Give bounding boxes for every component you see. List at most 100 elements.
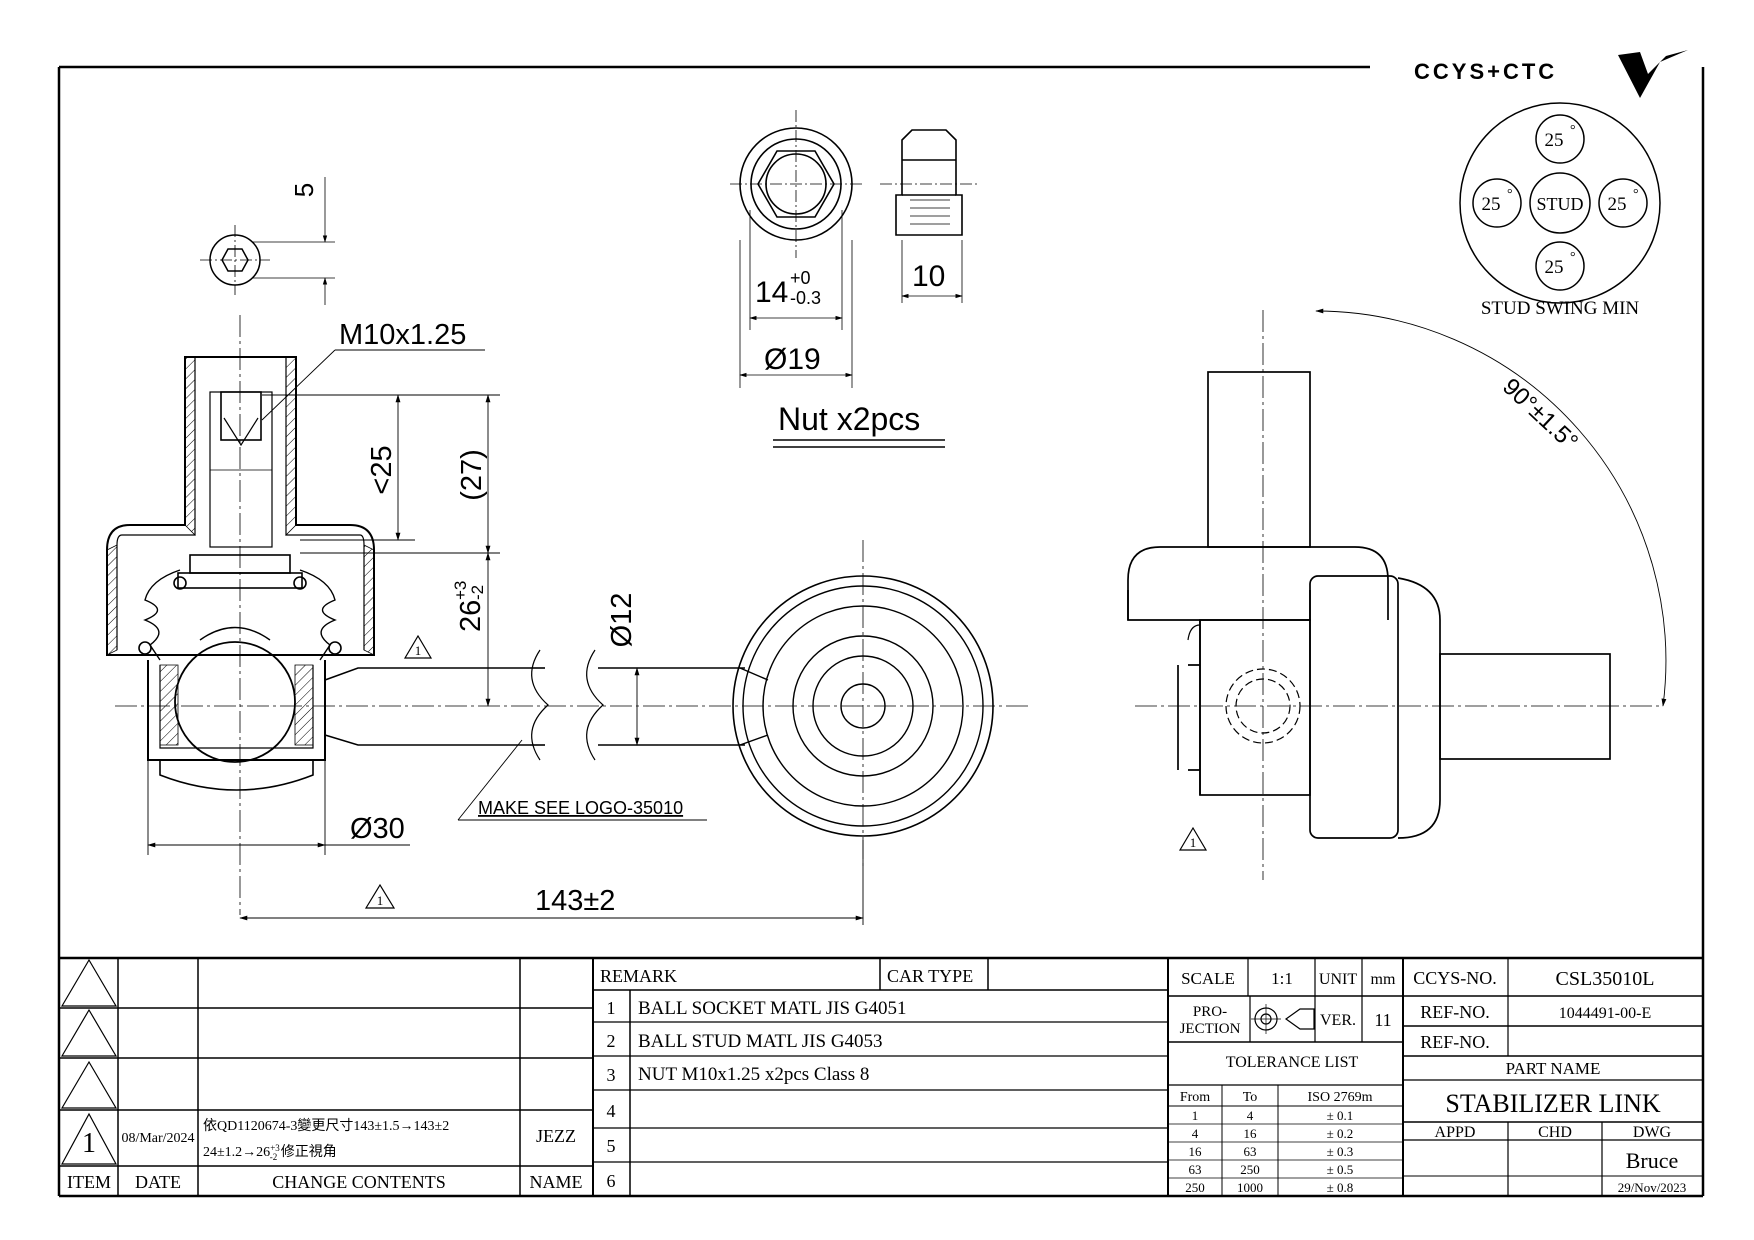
remark-no-1: 1 <box>607 998 616 1018</box>
rev-header-item: ITEM <box>67 1172 111 1192</box>
tol-header-to: To <box>1243 1090 1258 1105</box>
dim-socket-dia: Ø30 <box>350 813 405 845</box>
dim-nut-across-base: 14 <box>755 276 788 309</box>
stud-swing-diagram <box>1459 102 1661 304</box>
hex-socket-view <box>200 177 335 305</box>
swing-degree-left: ° <box>1507 187 1513 202</box>
swing-value-top: 25 <box>1545 130 1564 151</box>
rev-header-name: NAME <box>530 1172 583 1192</box>
dim-swing-angle: 90°±1.5° <box>1497 373 1583 456</box>
front-dimensions <box>147 349 864 925</box>
dim-thread: M10x1.25 <box>339 319 466 351</box>
dim-ball-height-lower: -2 <box>468 585 487 600</box>
scale-value: 1:1 <box>1271 969 1293 988</box>
dwg-date: 29/Nov/2023 <box>1618 1180 1687 1195</box>
remark-text-1: BALL SOCKET MATL JIS G4051 <box>638 998 906 1019</box>
swing-caption: STUD SWING MIN <box>1481 298 1640 319</box>
tol-row-5-to: 1000 <box>1237 1180 1263 1195</box>
nut-qty-note: Nut x2pcs <box>778 401 920 437</box>
scale-label: SCALE <box>1181 969 1235 988</box>
unit-label: UNIT <box>1319 971 1357 988</box>
rev-marker-3: 1 <box>1190 835 1197 850</box>
rev-row-name: JEZZ <box>536 1126 576 1146</box>
remark-no-3: 3 <box>607 1065 616 1085</box>
rev-marker-1: 1 <box>415 643 422 658</box>
projection-label-2: JECTION <box>1180 1021 1241 1037</box>
tol-row-3-iso: ± 0.3 <box>1327 1144 1354 1159</box>
tol-row-4-iso: ± 0.5 <box>1327 1162 1354 1177</box>
brand-logo-mark <box>1618 50 1688 98</box>
dim-thread-len: <25 <box>366 445 398 494</box>
ref-no-value: 1044491-00-E <box>1559 1005 1651 1022</box>
rev-marker-2: 1 <box>377 893 384 908</box>
car-type-label: CAR TYPE <box>887 966 973 986</box>
dim-nut-dia: Ø19 <box>764 343 821 376</box>
swing-value-left: 25 <box>1482 194 1501 215</box>
ref-no2-label: REF-NO. <box>1420 1032 1490 1052</box>
brand-logo-text: CCYS+CTC <box>1414 59 1557 84</box>
rev-header-date: DATE <box>135 1172 181 1192</box>
dim-nut-height: 10 <box>912 260 945 293</box>
remark-header: REMARK <box>600 966 677 986</box>
appd-label: APPD <box>1435 1124 1476 1141</box>
side-view <box>1127 308 1667 839</box>
title-block-grid <box>59 956 1703 1196</box>
ccys-no-label: CCYS-NO. <box>1413 968 1497 988</box>
part-name-value: STABILIZER LINK <box>1445 1089 1660 1118</box>
tol-header-iso: ISO 2769m <box>1308 1090 1373 1105</box>
remark-text-3: NUT M10x1.25 x2pcs Class 8 <box>638 1064 869 1085</box>
dim-ball-height-upper: +3 <box>451 581 470 600</box>
ver-label: VER. <box>1320 1012 1356 1029</box>
dim-ball-height: 26 +3 -2 <box>451 581 487 632</box>
nut-side-view <box>880 129 980 303</box>
ver-value: 11 <box>1374 1010 1391 1030</box>
swing-value-right: 25 <box>1608 194 1627 215</box>
remark-no-6: 6 <box>607 1171 616 1191</box>
ref-no-label: REF-NO. <box>1420 1002 1490 1022</box>
projection-label-1: PRO- <box>1193 1004 1227 1020</box>
revision-markers <box>364 634 1208 909</box>
rev-row-content-1: 依QD1120674-3變更尺寸143±1.5→143±2 <box>203 1118 449 1134</box>
brand-logo: CCYS+CTC <box>1414 50 1688 98</box>
tol-row-2-from: 4 <box>1192 1126 1199 1141</box>
dim-thread-ref: (27) <box>456 449 488 501</box>
tol-row-5-from: 250 <box>1185 1180 1205 1195</box>
tol-row-2-iso: ± 0.2 <box>1327 1126 1354 1141</box>
tol-row-4-to: 250 <box>1240 1162 1260 1177</box>
rev-row-date: 08/Mar/2024 <box>121 1131 194 1146</box>
ccys-no-value: CSL35010L <box>1556 968 1655 990</box>
projection-symbol <box>1251 1004 1315 1034</box>
tolerance-title: TOLERANCE LIST <box>1226 1054 1359 1071</box>
swing-degree-top: ° <box>1570 123 1576 138</box>
swing-center-label: STUD <box>1536 194 1583 214</box>
dwg-by: Bruce <box>1626 1148 1679 1173</box>
center-lines <box>115 310 1660 915</box>
remark-no-2: 2 <box>607 1031 616 1051</box>
logo-note: MAKE SEE LOGO-35010 <box>478 798 683 818</box>
dim-ball-height-base: 26 <box>455 600 487 632</box>
swing-degree-bottom: ° <box>1570 250 1576 265</box>
tol-row-3-to: 63 <box>1244 1144 1257 1159</box>
chd-label: CHD <box>1538 1124 1572 1141</box>
tol-row-1-iso: ± 0.1 <box>1327 1108 1354 1123</box>
nut-qty-underline <box>773 439 945 448</box>
tol-row-5-iso: ± 0.8 <box>1327 1180 1354 1195</box>
unit-value: mm <box>1371 971 1396 988</box>
swing-degree-right: ° <box>1633 187 1639 202</box>
tol-row-4-from: 63 <box>1189 1162 1202 1177</box>
tol-row-1-to: 4 <box>1247 1108 1254 1123</box>
dim-nut-across-upper: +0 <box>790 268 811 288</box>
tol-row-1-from: 1 <box>1192 1108 1199 1123</box>
remark-text-2: BALL STUD MATL JIS G4053 <box>638 1031 883 1052</box>
part-name-label: PART NAME <box>1506 1059 1601 1078</box>
rev-header-contents: CHANGE CONTENTS <box>272 1172 446 1192</box>
tol-header-from: From <box>1180 1090 1210 1105</box>
remark-no-4: 4 <box>607 1101 616 1121</box>
dim-nut-across-lower: -0.3 <box>790 288 821 308</box>
rev-row-content-2: 24±1.2→26+3-2 修正視角 <box>203 1143 337 1162</box>
dim-nut-across: 14 +0 -0.3 <box>755 268 821 309</box>
tol-row-2-to: 16 <box>1244 1126 1258 1141</box>
dim-length: 143±2 <box>535 885 615 917</box>
tol-row-3-from: 16 <box>1189 1144 1203 1159</box>
